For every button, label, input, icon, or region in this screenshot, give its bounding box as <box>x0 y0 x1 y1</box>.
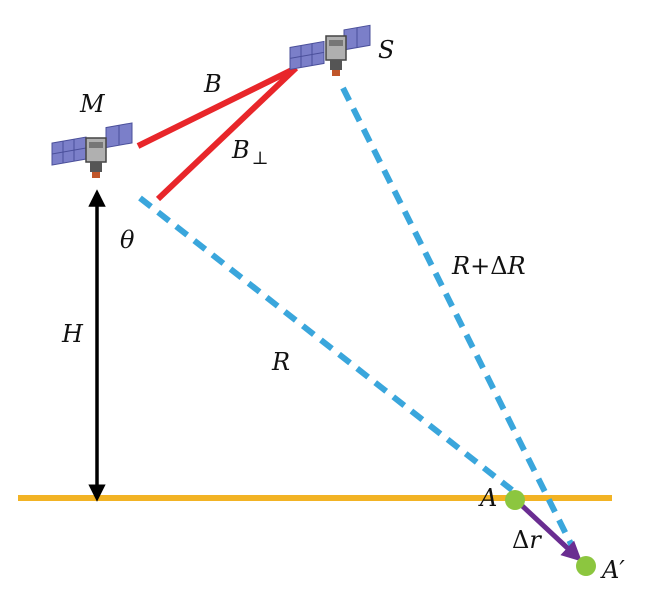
label-h: H <box>61 320 84 348</box>
label-r-delta-r: R+ΔR <box>451 252 526 280</box>
label-delta-r: Δr <box>512 526 542 554</box>
label-theta: θ <box>120 226 135 254</box>
label-b: B <box>203 70 222 98</box>
point-a <box>505 490 525 510</box>
label-s: S <box>378 36 394 64</box>
label-b-perp: B⊥ <box>231 136 269 169</box>
label-m: M <box>79 90 106 118</box>
label-a: A <box>478 484 497 512</box>
point-a-prime <box>576 556 596 576</box>
baseline-perp-line <box>155 65 299 202</box>
baseline-line <box>136 65 298 149</box>
satellite-icon <box>51 122 133 178</box>
range-line-s <box>340 86 583 564</box>
range-line-m <box>138 195 514 493</box>
satellite-icon <box>289 24 371 76</box>
shift-arrow <box>515 499 582 562</box>
label-r: R <box>271 348 290 376</box>
label-a-prime: A′ <box>600 556 625 584</box>
